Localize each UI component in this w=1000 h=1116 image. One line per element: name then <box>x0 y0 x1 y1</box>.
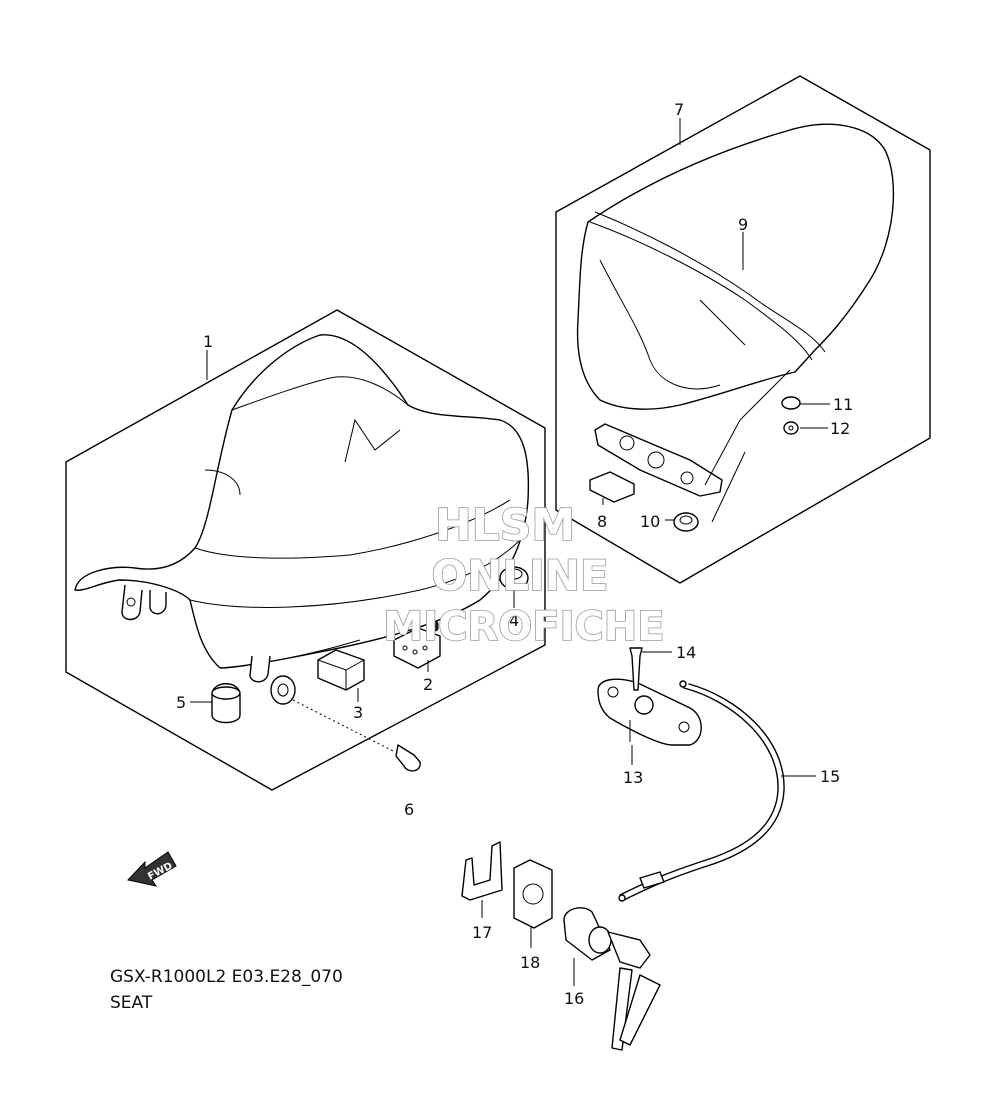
callout-15: 15 <box>820 767 840 786</box>
part-6-grommet-bolt[interactable] <box>270 675 421 772</box>
diagram-code: GSX-R1000L2 E03.E28_070 <box>110 967 343 987</box>
passenger-seat[interactable] <box>576 123 895 523</box>
part-13-lock-bracket[interactable] <box>597 678 702 746</box>
part-18-plate[interactable] <box>513 859 553 929</box>
part-5-cushion[interactable] <box>211 683 241 724</box>
watermark-line-1: HLSM <box>435 500 575 551</box>
callout-5: 5 <box>176 693 186 712</box>
callout-6: 6 <box>404 800 414 819</box>
callout-16: 16 <box>564 989 584 1008</box>
callout-18: 18 <box>520 953 540 972</box>
part-2-clip[interactable] <box>393 620 441 669</box>
rider-seat[interactable] <box>74 334 530 683</box>
passenger-seat-group-outline <box>555 75 931 584</box>
leader-lines <box>190 118 830 986</box>
callout-7: 7 <box>674 100 684 119</box>
part-16-seat-lock-and-keys[interactable] <box>563 907 661 1051</box>
callout-10: 10 <box>640 512 660 531</box>
callout-14: 14 <box>676 643 696 662</box>
part-11-washer[interactable] <box>781 396 801 410</box>
part-14-screw[interactable] <box>629 647 643 691</box>
callout-9: 9 <box>738 215 748 234</box>
rider-seat-group-outline <box>65 309 546 791</box>
watermark-line-2: ONLINE <box>431 551 608 600</box>
part-12-nut[interactable] <box>783 421 799 435</box>
callout-8: 8 <box>597 512 607 531</box>
watermark: HLSM ONLINE MICROFICHE <box>383 499 666 651</box>
part-4-nut[interactable] <box>499 566 529 590</box>
part-15-seat-lock-cable[interactable] <box>618 680 785 902</box>
part-8-pad[interactable] <box>589 471 635 503</box>
part-17-bracket[interactable] <box>461 841 503 901</box>
callout-4: 4 <box>509 611 519 630</box>
callout-13: 13 <box>623 768 643 787</box>
callout-1: 1 <box>203 332 213 351</box>
callout-11: 11 <box>833 395 853 414</box>
callout-12: 12 <box>830 419 850 438</box>
diagram-title: SEAT <box>110 993 153 1013</box>
fwd-arrow-icon: FWD <box>127 851 177 887</box>
callout-3: 3 <box>353 703 363 722</box>
part-3-pad[interactable] <box>317 649 365 691</box>
part-10-cushion[interactable] <box>673 512 699 532</box>
callout-2: 2 <box>423 675 433 694</box>
callout-17: 17 <box>472 923 492 942</box>
watermark-line-3: MICROFICHE <box>383 604 664 650</box>
